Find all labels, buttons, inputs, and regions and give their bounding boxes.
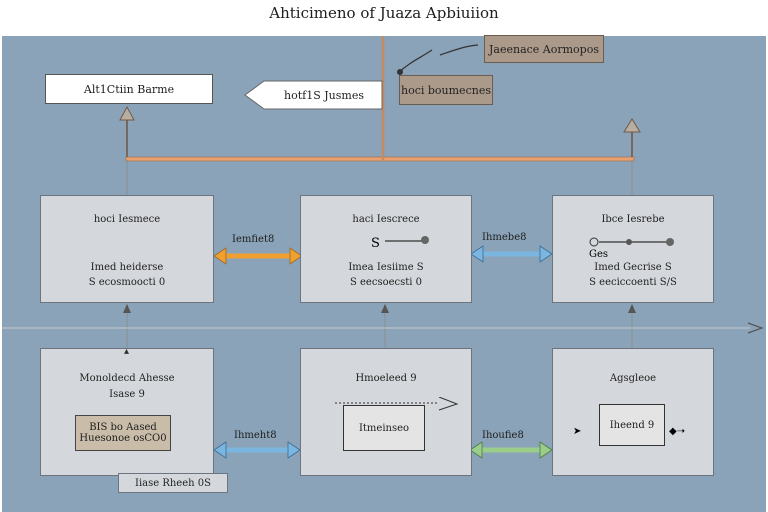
panel-r1c1-line3: S ecosmoocti 0 — [88, 277, 166, 288]
arrow-tag-shape — [244, 80, 383, 110]
panel-row2-col3: Agsgleoe Iheend 9 ➤ ◆➝ — [552, 348, 714, 476]
cable-node — [397, 69, 403, 75]
panel-r1c2-line2: Imea Iesiime S — [348, 262, 424, 273]
panel-r2c1-line1: Monoldecd Ahesse — [79, 373, 175, 384]
dotted-arrow-icon — [335, 397, 459, 411]
panel-r2c1-inner1: BIS bo Aased — [89, 422, 157, 433]
small-arrow-icon: ▴ — [124, 346, 130, 357]
arrow-left-in-icon: ➤ — [573, 426, 582, 437]
up-arrowhead-right — [623, 118, 641, 133]
top-right-tan-label: Jaeenace Aormopos — [484, 35, 604, 63]
panel-r2c1-inner2: Huesonoe osCO0 — [79, 433, 167, 444]
arrow-right-out-icon: ◆➝ — [669, 426, 686, 437]
row-divider-arrow — [747, 322, 764, 334]
panel-r2c1-line2: Isase 9 — [109, 389, 145, 400]
center-tan-label: hoci boumecnes — [399, 75, 493, 105]
panel-r1c2-glyph: S — [371, 236, 380, 251]
double-arrow-blue-bottom — [213, 441, 301, 459]
panel-r2c3-line1: Agsgleoe — [609, 373, 657, 384]
panel-r1c1-line1: hoci Iesmece — [93, 214, 161, 225]
panel-row2-col2: Hmoeleed 9 Itmeinseo — [300, 348, 472, 476]
up-arrowhead-left — [119, 105, 135, 121]
double-arrow-orange — [213, 247, 303, 265]
panel-r1c2-line3: S eecsoecsti 0 — [349, 277, 423, 288]
top-left-label: Alt1Ctiin Barme — [83, 82, 175, 96]
double-arrow-blue-top — [470, 245, 553, 263]
v-c3-mid-arrow — [628, 304, 636, 313]
panel-r1c1-line2: Imed heiderse — [90, 262, 164, 273]
panel-r1c3-line2: Imed Gecrise S — [594, 262, 672, 273]
arrow-tag-label: hotf1S Jusmes — [284, 88, 364, 102]
panel-row1-col3: Ibce Iesrebe Imed Gecrise S S eeciccoent… — [552, 195, 714, 303]
top-left-label-box: Alt1Ctiin Barme — [45, 74, 213, 104]
panel-r1c3-line1: Ibce Iesrebe — [601, 214, 665, 225]
v-c2-mid-arrow — [381, 304, 389, 313]
panel-r1c3-glyph: Ges — [589, 249, 609, 260]
cable-wire — [397, 44, 479, 74]
diagram-title: Ahticimeno of Juaza Apbiuiion — [269, 4, 499, 22]
arrow-label-green: Ihoufie8 — [482, 430, 524, 441]
panel-row1-col2: haci Iescrece Imea Iesiime S S eecsoecst… — [300, 195, 472, 303]
panel-r1c3-line3: S eeciccoenti S/S — [589, 277, 677, 288]
panel-r2c3-inner-box: Iheend 9 — [599, 404, 665, 446]
panel-r2c1-inner-box: BIS bo Aased Huesonoe osCO0 — [75, 415, 171, 451]
v-c1-mid-arrow — [123, 304, 131, 313]
arrow-label-blue-top: Ihmebe8 — [482, 232, 527, 243]
panel-r2c2-inner-box: Itmeinseo — [343, 405, 425, 451]
slider-knob-icon — [385, 236, 429, 244]
panel-r2c1-footer: Iiase Rheeh 0S — [118, 473, 228, 493]
top-bus-line — [125, 156, 635, 162]
double-arrow-green — [469, 441, 553, 459]
panel-r2c2-line1: Hmoeleed 9 — [355, 373, 417, 384]
panel-row1-col1: hoci Iesmece Imed heiderse S ecosmoocti … — [40, 195, 214, 303]
panel-r1c2-line1: haci Iescrece — [352, 214, 420, 225]
panel-row2-col1: Monoldecd Ahesse Isase 9 BIS bo Aased Hu… — [40, 348, 214, 476]
arrow-label-orange: Iemfiet8 — [232, 234, 275, 245]
cable-plug-icon — [589, 237, 674, 247]
arrow-label-blue-bottom: Ihmeht8 — [234, 430, 277, 441]
